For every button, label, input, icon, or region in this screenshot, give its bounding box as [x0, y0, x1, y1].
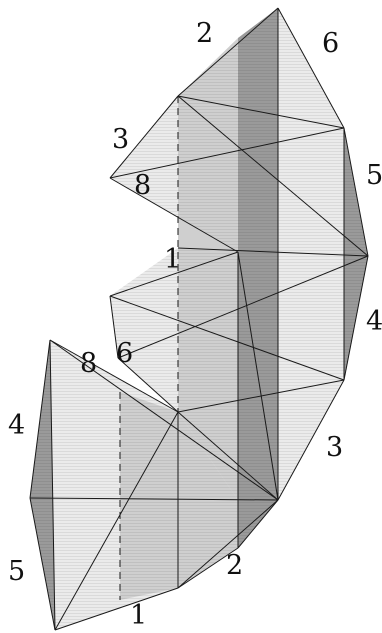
edge-line: [237, 499, 279, 549]
edge-line: [54, 411, 179, 631]
edge-line: [109, 295, 345, 381]
edge-line: [277, 379, 345, 501]
edge-label-bottom-1: 1: [130, 600, 147, 631]
edge-line: [29, 497, 279, 501]
hatching: [30, 8, 368, 630]
edge-label-right-5: 5: [366, 160, 382, 191]
edge-label-mid-6: 6: [116, 338, 133, 369]
edge-label-top-2: 2: [196, 18, 213, 49]
edge-label-left-4: 4: [8, 410, 25, 441]
edge-line: [177, 95, 369, 257]
edge-line: [54, 587, 179, 631]
edge-label-left-8: 8: [80, 348, 97, 379]
edge-line: [109, 177, 239, 253]
edge-label-right-4: 4: [366, 306, 382, 337]
edge-label-right-3: 3: [326, 432, 343, 463]
edge-label-left-5: 5: [8, 556, 25, 587]
edge-line: [177, 499, 279, 589]
edge-line: [29, 497, 56, 631]
edge-label-top-6: 6: [322, 28, 339, 59]
edge-line: [49, 339, 56, 631]
edge-line: [177, 7, 279, 97]
edge-line: [177, 247, 369, 257]
edge-line: [177, 411, 279, 501]
edge-line: [117, 357, 179, 413]
edge-line: [109, 127, 345, 179]
edge-line: [343, 255, 369, 381]
edge-line: [277, 7, 345, 129]
edge-line: [109, 295, 119, 359]
edge-line: [117, 255, 369, 359]
edges: [29, 7, 369, 631]
edge-label-upper-3: 3: [112, 124, 129, 155]
edge-line: [109, 95, 179, 179]
edge-line: [109, 251, 239, 297]
edge-line: [177, 379, 345, 413]
edge-line: [49, 339, 279, 501]
edge-line: [177, 95, 345, 129]
edge-line: [177, 547, 239, 589]
edge-label-mid-8: 8: [134, 170, 151, 201]
edge-line: [237, 251, 279, 501]
edge-line: [29, 339, 51, 499]
edge-line: [343, 127, 369, 257]
edge-label-bottom-2: 2: [226, 550, 243, 581]
edge-line: [49, 339, 179, 413]
edge-label-mid-1: 1: [164, 244, 181, 275]
